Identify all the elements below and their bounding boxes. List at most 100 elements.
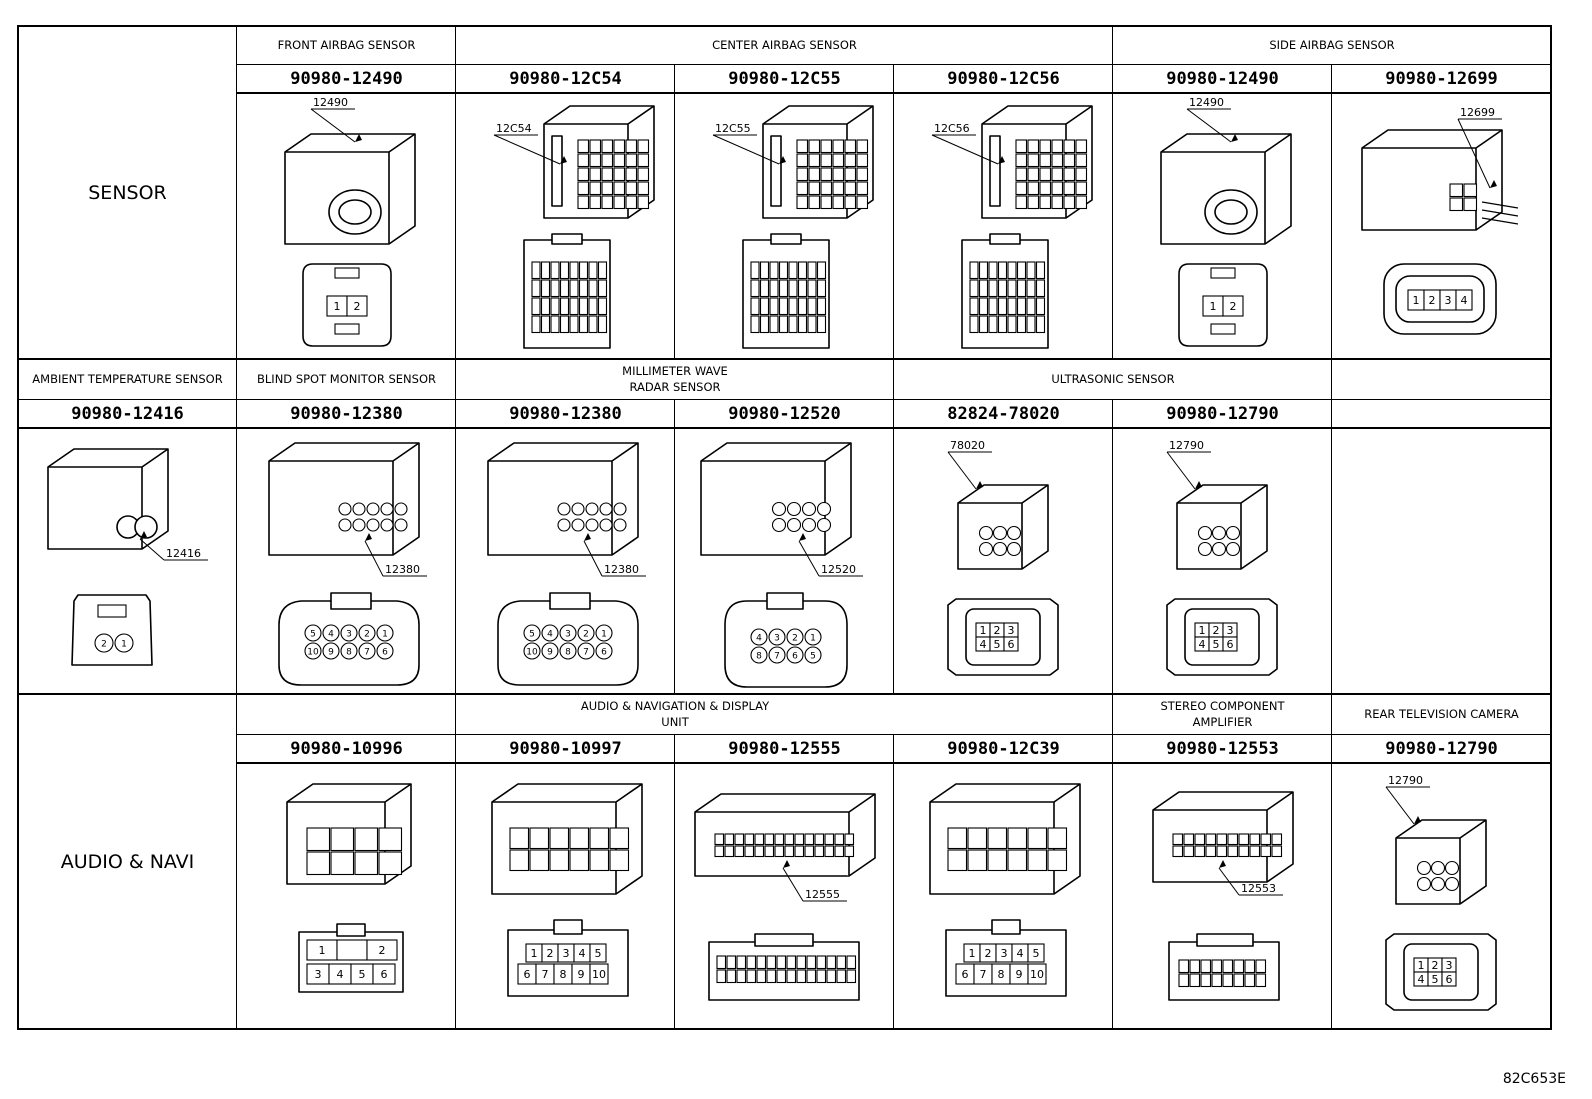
grid-line [18, 25, 1552, 27]
terminal-grid [577, 139, 650, 210]
svg-text:4: 4 [1461, 294, 1468, 307]
grid-line [674, 399, 675, 694]
callout-label: 12416 [139, 531, 208, 561]
multipin-airbag-connector-icon: 12C56 [894, 94, 1113, 358]
callout-label: 12555 [782, 860, 847, 902]
svg-text:10: 10 [592, 968, 606, 981]
svg-text:12555: 12555 [805, 888, 840, 901]
callout-label: 12790 [1166, 439, 1211, 490]
terminal-grid [750, 261, 827, 334]
connector-housing [1160, 133, 1292, 245]
group-rear-television-camera: REAR TELEVISION CAMERA [1364, 707, 1519, 721]
group-center-airbag-sensor: CENTER AIRBAG SENSOR [712, 38, 857, 52]
svg-text:12C56: 12C56 [934, 122, 970, 135]
grid-line [674, 734, 675, 1029]
svg-text:3: 3 [346, 630, 352, 640]
group-blind-spot-monitor-sensor: BLIND SPOT MONITOR SENSOR [257, 372, 436, 386]
terminal-grid [1178, 959, 1267, 988]
grid-line [18, 427, 1552, 429]
svg-text:4: 4 [1017, 947, 1024, 960]
terminal-grid [1449, 183, 1478, 212]
svg-text:3: 3 [1008, 624, 1015, 637]
callout-label: 12C55 [712, 122, 786, 165]
svg-text:12C55: 12C55 [715, 122, 751, 135]
svg-text:3: 3 [774, 634, 780, 644]
grid-line [237, 64, 1552, 65]
multipin-audio-connector-icon: 12555 [694, 793, 876, 1001]
part-number: 90980-12490 [290, 68, 403, 89]
terminal-cavities [978, 525, 1022, 557]
svg-text:3: 3 [563, 947, 570, 960]
grid-line [674, 64, 675, 359]
svg-text:2: 2 [1213, 624, 1220, 637]
part-number: 90980-10997 [509, 738, 622, 759]
svg-text:6: 6 [1227, 638, 1234, 651]
svg-text:12490: 12490 [313, 96, 348, 109]
terminal-grid [1172, 833, 1283, 858]
svg-text:4: 4 [547, 630, 553, 640]
svg-text:12790: 12790 [1388, 774, 1423, 787]
svg-text:4: 4 [980, 638, 987, 651]
svg-text:8: 8 [346, 648, 352, 658]
group-millimeter-wave-radar-sensor: MILLIMETER WAVE RADAR SENSOR [622, 364, 728, 394]
svg-text:7: 7 [364, 648, 370, 658]
diagram-id: 82C653E [1502, 1071, 1566, 1087]
svg-text:6: 6 [962, 968, 969, 981]
part-number: 82824-78020 [947, 403, 1060, 424]
group-front-airbag-sensor: FRONT AIRBAG SENSOR [277, 38, 416, 52]
grid-line [18, 399, 1552, 400]
svg-text:3: 3 [1446, 959, 1453, 972]
multipin-airbag-connector-icon: 12C56 [931, 105, 1093, 349]
svg-text:1: 1 [601, 630, 607, 640]
grid-line [237, 734, 1552, 735]
svg-text:1: 1 [382, 630, 388, 640]
svg-text:1: 1 [334, 300, 341, 313]
svg-text:2: 2 [994, 624, 1001, 637]
svg-text:7: 7 [774, 652, 780, 662]
svg-text:8: 8 [560, 968, 567, 981]
grid-line [893, 359, 894, 694]
svg-text:1: 1 [980, 624, 987, 637]
svg-text:6: 6 [381, 968, 388, 981]
multipin-airbag-connector-icon: 12C54 [493, 105, 655, 349]
grid-line [236, 26, 237, 1029]
svg-text:12790: 12790 [1169, 439, 1204, 452]
grid-line [1112, 26, 1113, 359]
svg-text:7: 7 [542, 968, 549, 981]
part-number: 90980-12520 [728, 403, 841, 424]
svg-text:6: 6 [1008, 638, 1015, 651]
svg-text:1: 1 [1199, 624, 1206, 637]
part-number: 90980-12490 [1166, 68, 1279, 89]
connector-housing [700, 442, 852, 556]
mating-face [724, 592, 848, 688]
svg-text:5: 5 [529, 630, 535, 640]
row-label-sensor: SENSOR [88, 181, 167, 204]
